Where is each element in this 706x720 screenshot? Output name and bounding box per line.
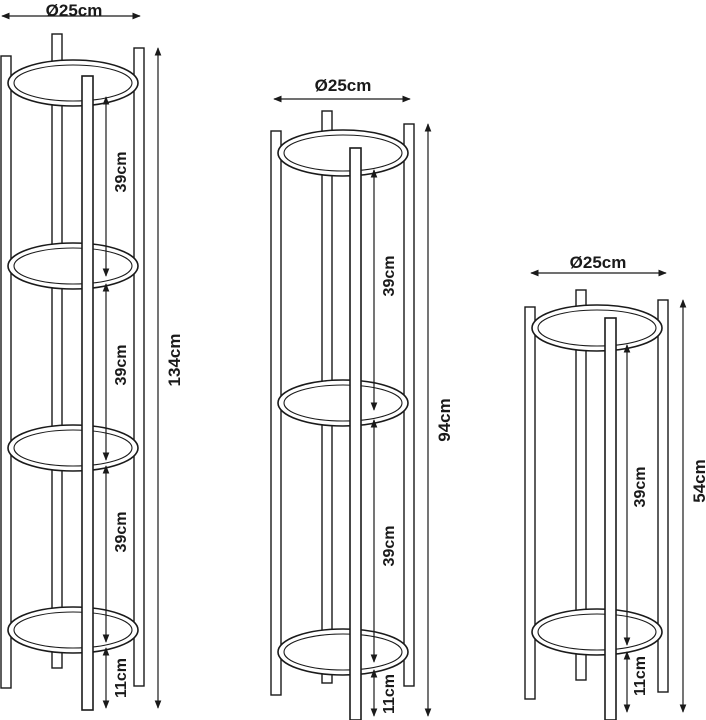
stand-short-back-rod-center <box>575 289 587 681</box>
stand-tall-front-rod <box>81 75 94 711</box>
stand-tall-shelf-4 <box>7 606 139 654</box>
stand-short-foot-label: 11cm <box>632 656 649 696</box>
stand-tall-shelf-1 <box>7 59 139 107</box>
stand-tall-shelf-2 <box>7 242 139 290</box>
stand-short-dimensions <box>530 269 687 713</box>
stand-medium-spacing-label-1: 39cm <box>381 256 398 297</box>
stand-tall-foot-label: 11cm <box>113 658 130 698</box>
stand-short-back-rod-right <box>657 299 669 693</box>
stand-tall-back-rod-center <box>51 33 63 669</box>
stand-short-back-rod-left <box>524 306 536 700</box>
stand-medium <box>270 110 415 720</box>
stand-tall-spacing-label-3: 39cm <box>113 512 130 553</box>
stand-medium-dimensions <box>273 95 432 717</box>
stand-tall-back-rod-right <box>133 47 145 687</box>
stand-short <box>524 289 669 720</box>
stand-tall-diameter-label: Ø25cm <box>46 1 103 20</box>
stand-short-front-rod <box>604 317 617 720</box>
stand-medium-shelf-2 <box>277 379 409 427</box>
stand-tall-shelf-3 <box>7 424 139 472</box>
stand-medium-shelf-1 <box>277 129 409 177</box>
stand-medium-shelf-3 <box>277 628 409 676</box>
stand-medium-foot-label: 11cm <box>381 674 398 714</box>
stand-medium-back-rod-left <box>270 130 282 696</box>
stand-medium-spacing-label-2: 39cm <box>381 526 398 567</box>
stand-tall-dimensions <box>1 12 162 709</box>
stand-tall-back-rod-left <box>0 55 12 689</box>
stand-short-height-label: 54cm <box>690 459 706 502</box>
stand-short-shelf-1 <box>531 304 663 352</box>
stand-tall-spacing-label-1: 39cm <box>113 152 130 193</box>
stand-tall-spacing-label-2: 39cm <box>113 345 130 386</box>
stand-medium-front-rod <box>349 147 362 720</box>
stand-medium-height-label: 94cm <box>435 398 454 441</box>
stand-short-diameter-label: Ø25cm <box>570 253 627 272</box>
stand-medium-diameter-label: Ø25cm <box>315 76 372 95</box>
stand-short-shelf-2 <box>531 608 663 656</box>
stand-short-spacing-label-1: 39cm <box>632 467 649 508</box>
stand-tall-height-label: 134cm <box>165 334 184 387</box>
